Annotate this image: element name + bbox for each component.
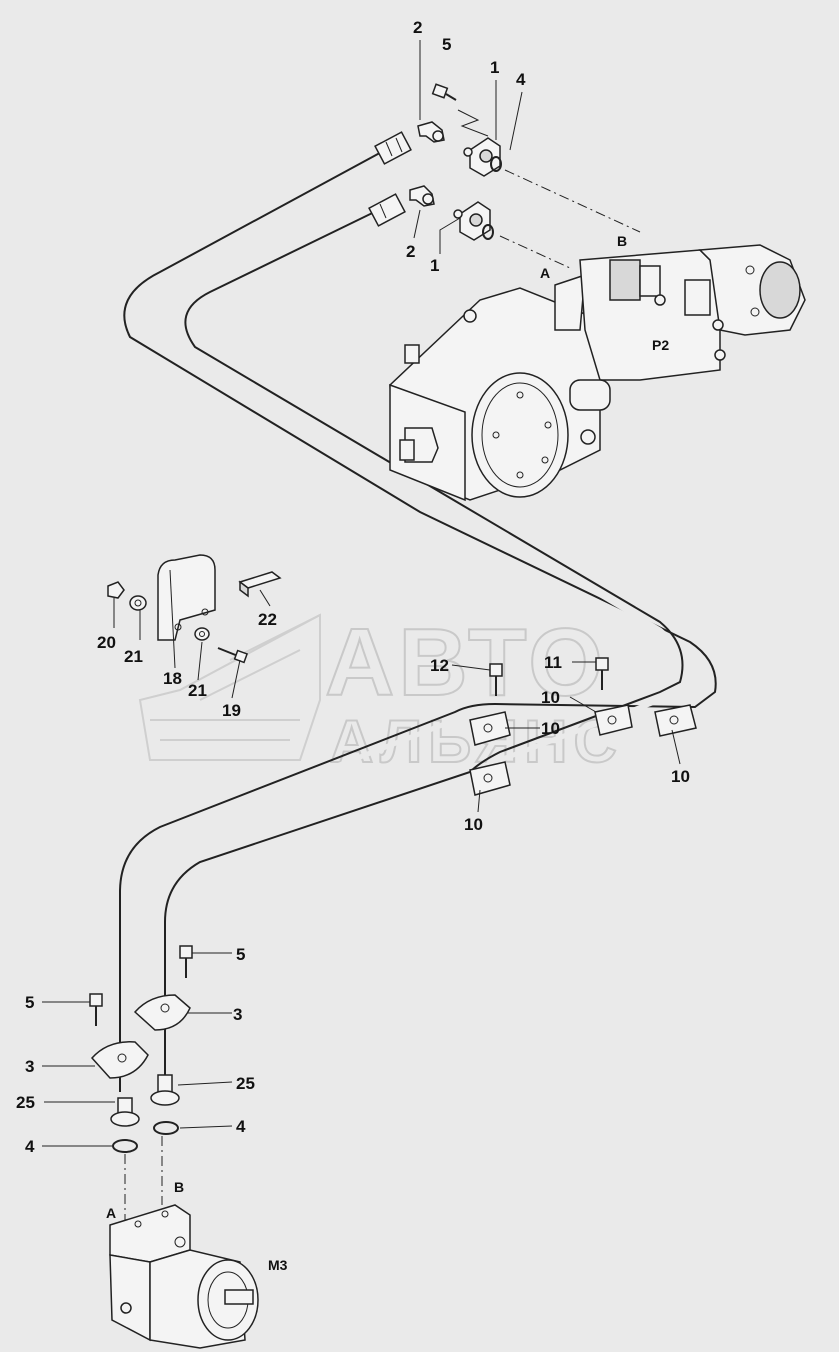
o-ring-4-right xyxy=(153,1121,179,1135)
alignment-line-b xyxy=(504,169,641,233)
callout-19: 19 xyxy=(222,701,241,720)
watermark-line1: АВТО xyxy=(325,609,607,716)
callout-2-middle: 2 xyxy=(406,242,415,261)
hose-end-fitting-upper xyxy=(374,131,412,165)
flange-middle xyxy=(453,201,491,241)
o-ring-4-left xyxy=(112,1139,138,1153)
rubber-block-22 xyxy=(238,571,282,598)
clamp-10-a xyxy=(469,711,511,746)
hose-lower xyxy=(162,201,685,1090)
callout-10-b: 10 xyxy=(541,719,560,738)
motor-port-a-label: A xyxy=(106,1205,116,1221)
bolt-5-right xyxy=(179,945,193,978)
nut-20 xyxy=(107,581,125,599)
motor-port-b-label: B xyxy=(174,1179,184,1195)
alignment-line-a xyxy=(499,235,571,269)
callout-3-left: 3 xyxy=(25,1057,34,1076)
zigzag-lead xyxy=(457,109,489,137)
clamp-10-c xyxy=(654,704,697,737)
bracket-18 xyxy=(157,554,216,641)
leader-lines xyxy=(42,40,681,1147)
callout-4-right: 4 xyxy=(236,1117,246,1136)
split-flange-3-right xyxy=(133,994,191,1031)
hose-end-25-right xyxy=(150,1074,180,1106)
pump-port-a-label: A xyxy=(540,265,550,281)
pump-p2 xyxy=(389,244,806,502)
callout-22: 22 xyxy=(258,610,277,629)
callout-3-right: 3 xyxy=(233,1005,242,1024)
washer-21-mid xyxy=(194,627,210,641)
hose-upper xyxy=(117,141,719,1100)
elbow-fitting-middle xyxy=(409,185,435,207)
clamp-10-d xyxy=(469,761,511,796)
callout-11: 11 xyxy=(544,653,562,672)
callout-5-top: 5 xyxy=(442,35,451,54)
callout-10-d: 10 xyxy=(464,815,483,834)
callout-21-middle: 21 xyxy=(188,681,207,700)
flange-top xyxy=(463,137,501,177)
callout-12: 12 xyxy=(430,656,449,675)
callout-1-top: 1 xyxy=(490,58,499,77)
callout-10-c: 10 xyxy=(671,767,690,786)
callout-1-middle: 1 xyxy=(430,256,439,275)
o-ring-middle xyxy=(482,224,494,240)
callout-18: 18 xyxy=(163,669,182,688)
washer-21-left xyxy=(129,595,147,611)
clamp-10-b xyxy=(594,704,633,736)
callout-4-left: 4 xyxy=(25,1137,35,1156)
callout-10-a: 10 xyxy=(541,688,560,707)
pump-name-label: P2 xyxy=(652,337,669,353)
callout-25-right: 25 xyxy=(236,1074,255,1093)
bolt-19 xyxy=(217,647,249,664)
callout-5-right: 5 xyxy=(236,945,245,964)
callout-25-left: 25 xyxy=(16,1093,35,1112)
callout-20: 20 xyxy=(97,633,116,652)
motor-name-label: M3 xyxy=(268,1257,288,1273)
hose-end-25-left xyxy=(110,1097,140,1127)
motor-m3 xyxy=(109,1204,259,1349)
callout-2-top: 2 xyxy=(413,18,422,37)
bolt-top xyxy=(431,83,457,101)
o-ring-top xyxy=(490,156,502,172)
callout-5-left: 5 xyxy=(25,993,34,1012)
hose-end-fitting-lower xyxy=(368,193,406,227)
bolt-11 xyxy=(595,657,609,690)
callout-4-top: 4 xyxy=(516,70,526,89)
bolt-5-left xyxy=(89,993,103,1026)
split-flange-3-left xyxy=(90,1041,149,1079)
pump-port-b-label: B xyxy=(617,233,627,249)
elbow-fitting-top xyxy=(417,121,445,143)
callout-21-left: 21 xyxy=(124,647,143,666)
